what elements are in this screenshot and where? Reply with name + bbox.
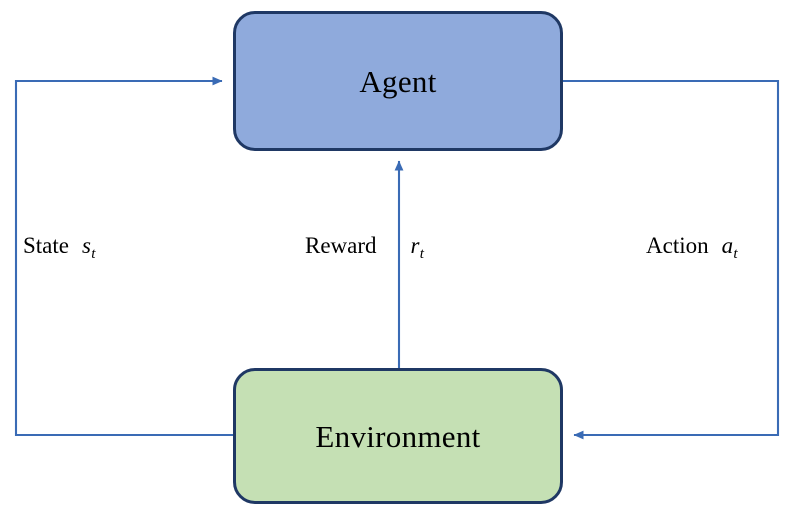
reward-symbol: rt	[410, 233, 424, 261]
agent-node[interactable]: Agent	[233, 11, 563, 151]
action-symbol: at	[721, 233, 738, 261]
reward-edge-label: Reward rt	[305, 233, 424, 261]
action-symbol-subscript: t	[733, 244, 738, 262]
environment-node[interactable]: Environment	[233, 368, 563, 504]
state-label-text: State	[23, 233, 69, 258]
state-symbol-subscript: t	[91, 244, 96, 262]
environment-node-label: Environment	[315, 418, 481, 454]
reward-symbol-subscript: t	[419, 244, 424, 262]
action-label-text: Action	[646, 233, 709, 258]
state-symbol-base: s	[82, 233, 91, 258]
agent-node-label: Agent	[359, 63, 437, 99]
reward-label-text: Reward	[305, 233, 377, 258]
action-symbol-base: a	[721, 233, 734, 258]
state-edge	[14, 76, 233, 437]
state-symbol: st	[82, 233, 95, 261]
action-edge	[563, 79, 780, 440]
reward-symbol-base: r	[410, 233, 420, 258]
